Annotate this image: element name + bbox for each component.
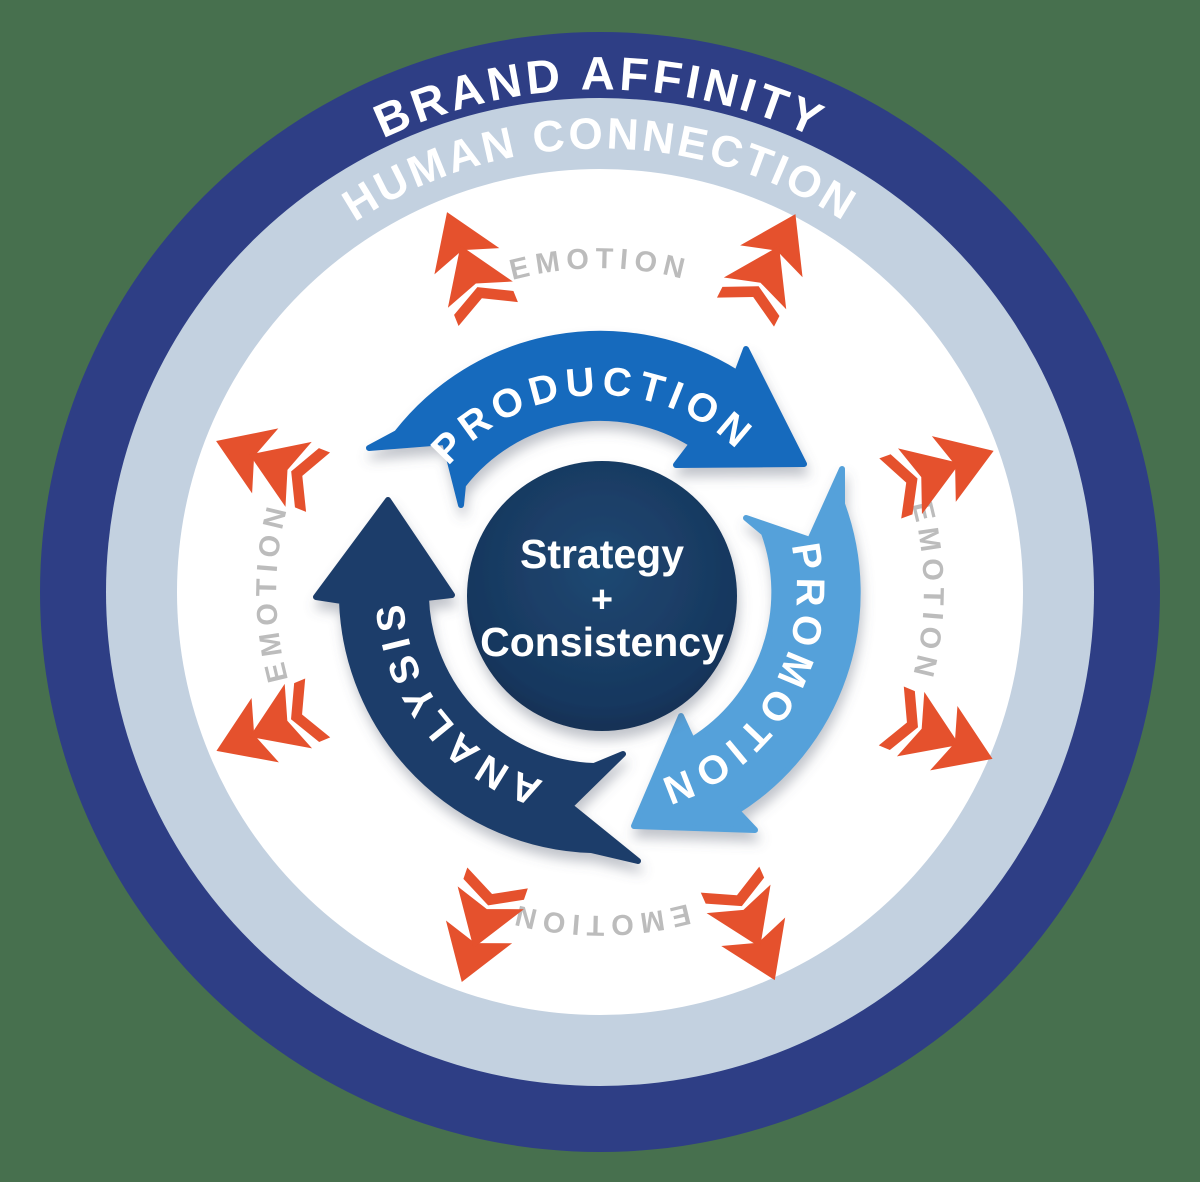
analysis-arrow: [313, 497, 641, 864]
promotion-arrow: [631, 466, 861, 833]
center-line1: Strategy: [520, 531, 684, 577]
center-core: [467, 461, 737, 731]
production-arrow: [366, 330, 807, 508]
center-line2: +: [591, 579, 613, 621]
center-circle: [467, 461, 737, 731]
center-line3: Consistency: [480, 619, 724, 665]
cycle-arrows: [313, 330, 861, 864]
emotion-label-left: EMOTION: [251, 499, 295, 686]
